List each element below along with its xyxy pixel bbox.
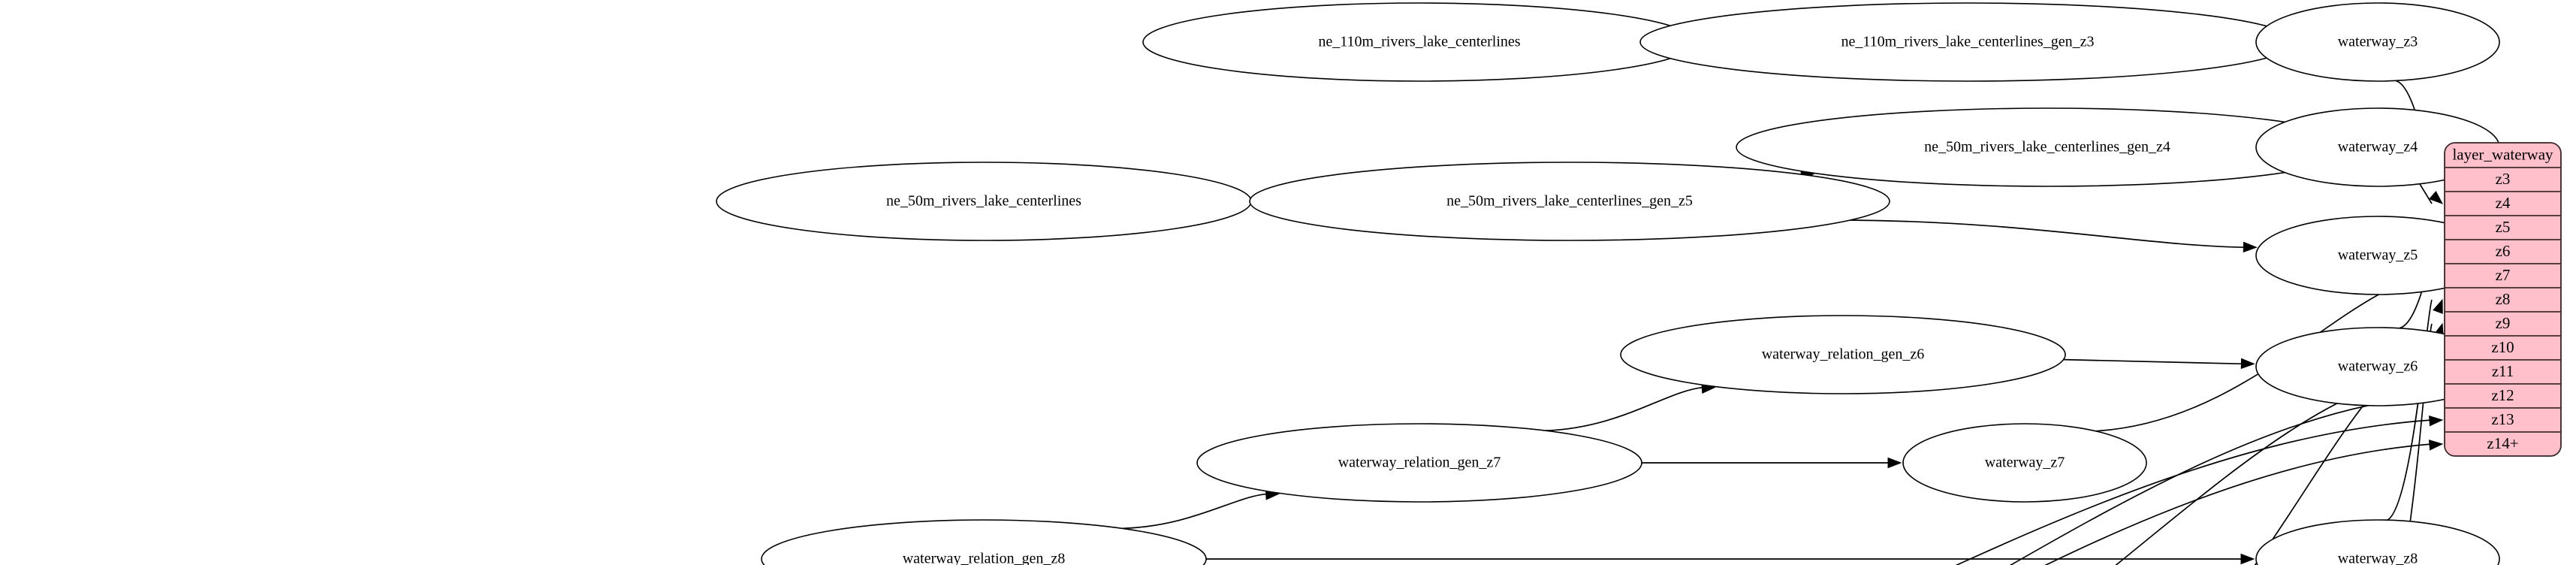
- node-shape-ne_110m_rivers_lake_centerlines: [1142, 2, 1697, 82]
- graph-node-waterway_z7[interactable]: waterway_z7: [1902, 423, 2147, 503]
- table-row-z5[interactable]: [2445, 215, 2561, 240]
- arrowhead-icon: [2243, 241, 2258, 253]
- node-shape-waterway_relation_gen_z8: [761, 519, 1207, 565]
- node-shape-waterway_relation_gen_z7: [1196, 423, 1642, 503]
- arrowhead-icon: [2240, 358, 2255, 370]
- node-shape-waterway_relation_gen_z6: [1620, 315, 2066, 394]
- table-row-z7[interactable]: [2445, 263, 2561, 289]
- arrowhead-icon: [2429, 191, 2444, 204]
- arrowhead-icon: [2428, 440, 2444, 451]
- table-header-cell: [2445, 143, 2561, 168]
- graph-node-ne_110m_rivers_lake_centerlines[interactable]: ne_110m_rivers_lake_centerlines: [1142, 2, 1697, 82]
- graph-node-ne_50m_rivers_lake_centerlines[interactable]: ne_50m_rivers_lake_centerlines: [716, 162, 1252, 241]
- node-shape-waterway_z3: [2255, 2, 2500, 82]
- node-shape-ne_50m_rivers_lake_centerlines: [716, 162, 1252, 241]
- edge-waterway_relation_gen_z7-to-waterway_relation_gen_z6: [1545, 386, 1705, 432]
- table-row-z10[interactable]: [2445, 335, 2561, 361]
- graph-node-ne_50m_rivers_lake_centerlines_gen_z5[interactable]: ne_50m_rivers_lake_centerlines_gen_z5: [1249, 162, 1890, 241]
- node-shape-ne_50m_rivers_lake_centerlines_gen_z5: [1249, 162, 1890, 241]
- table-row-z12[interactable]: [2445, 383, 2561, 409]
- table-outline: [2444, 142, 2562, 457]
- layer-waterway-table: layer_waterwayz3z4z5z6z7z8z9z10z11z12z13…: [2444, 142, 2562, 457]
- edge-waterway_z8-to-layer_waterway-z8: [2387, 299, 2433, 521]
- table-row-z11[interactable]: [2445, 359, 2561, 385]
- node-shape-waterway_z8: [2255, 519, 2500, 565]
- edge-waterway_z13-to-layer_waterway-z13: [1955, 419, 2433, 565]
- arrowhead-icon: [2429, 415, 2444, 427]
- edge-waterway_relation_gen_z8-to-waterway_relation_gen_z7: [1122, 493, 1268, 530]
- graph-node-waterway_relation_gen_z7[interactable]: waterway_relation_gen_z7: [1196, 423, 1642, 503]
- graph-node-ne_110m_rivers_lake_centerlines_gen_z3[interactable]: ne_110m_rivers_lake_centerlines_gen_z3: [1639, 2, 2296, 82]
- graph-node-waterway_relation_gen_z6[interactable]: waterway_relation_gen_z6: [1620, 315, 2066, 394]
- graph-node-waterway_z3[interactable]: waterway_z3: [2255, 2, 2500, 82]
- arrowhead-icon: [1887, 457, 1902, 469]
- arrowhead-icon: [2240, 553, 2255, 565]
- edge-waterway_relation_gen_z6-to-waterway_z6: [2063, 358, 2244, 365]
- arrowhead-icon: [2433, 298, 2443, 314]
- table-row-z6[interactable]: [2445, 239, 2561, 264]
- graph-node-waterway_z8[interactable]: waterway_z8: [2255, 519, 2500, 565]
- table-row-z14+[interactable]: [2445, 431, 2561, 456]
- node-shape-ne_110m_rivers_lake_centerlines_gen_z3: [1639, 2, 2296, 82]
- table-row-z4[interactable]: [2445, 191, 2561, 216]
- edge-waterway_z14-to-layer_waterway-z14+: [2044, 443, 2433, 565]
- edge-waterway_z4-to-layer_waterway-z4: [2419, 183, 2433, 204]
- edge-waterway_z12-to-layer_waterway-z12: [2009, 395, 2433, 565]
- node-shape-waterway_z7: [1902, 423, 2147, 503]
- table-row-z8[interactable]: [2445, 287, 2561, 313]
- table-row-z3[interactable]: [2445, 167, 2561, 192]
- nodes-layer: imposm3osm_waterway_relationosm_waterway…: [716, 2, 2500, 565]
- table-row-z9[interactable]: [2445, 311, 2561, 337]
- edge-ne_50m_rivers_lake_centerlines_gen_z5-to-waterway_z5: [1850, 219, 2246, 249]
- table-row-z13[interactable]: [2445, 407, 2561, 433]
- edge-waterway_z11-to-layer_waterway-z11: [2115, 371, 2433, 565]
